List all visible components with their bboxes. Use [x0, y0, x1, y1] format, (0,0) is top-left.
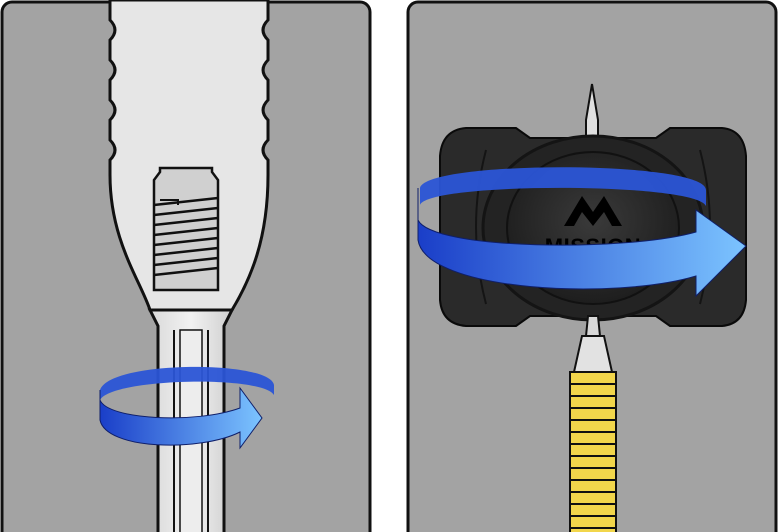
mission-logo-icon [564, 196, 622, 226]
left-panel-illustration [0, 0, 372, 532]
dart-barrel-threaded [569, 315, 617, 532]
right-panel-illustration: MISSION [406, 0, 778, 532]
left-instruction-panel [0, 0, 374, 532]
rotation-arrow-icon [99, 366, 274, 450]
rotation-arrow-icon [417, 167, 747, 298]
thread-section [152, 166, 220, 292]
right-instruction-panel: MISSION [406, 0, 780, 532]
